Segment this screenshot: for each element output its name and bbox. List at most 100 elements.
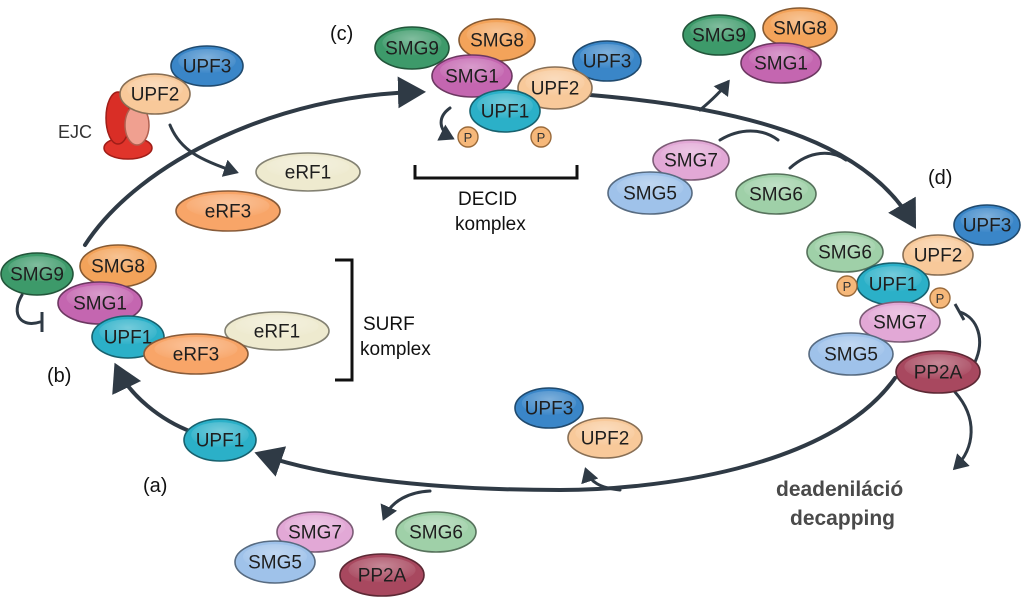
protein-smg9-released: SMG9 xyxy=(682,14,756,56)
protein-smg9-decid-label: SMG9 xyxy=(385,39,439,60)
protein-smg6-d: SMG6 xyxy=(806,231,884,273)
protein-upf1-surf-label: UPF1 xyxy=(104,328,153,349)
protein-upf2-released: UPF2 xyxy=(567,417,643,459)
protein-pp2a-d: PP2A xyxy=(895,350,981,394)
protein-upf2-ejc: UPF2 xyxy=(119,73,191,115)
arrow-release-smg-bottom xyxy=(380,489,432,521)
arrow-release-upf xyxy=(581,467,622,492)
arrow-b-to-c xyxy=(83,76,426,247)
protein-pp2a-d-highlight xyxy=(904,354,972,380)
protein-erf1-free-label: eRF1 xyxy=(285,163,331,184)
decid-label-2: komplex xyxy=(455,214,526,235)
protein-smg9-released-highlight xyxy=(690,18,748,42)
protein-smg6-joining-highlight xyxy=(744,177,808,201)
protein-smg7-joining-highlight xyxy=(660,143,722,167)
surf-bracket xyxy=(335,258,354,382)
protein-smg1-decid-highlight xyxy=(440,58,504,84)
protein-smg6-released-highlight xyxy=(404,515,468,539)
protein-upf3-d-highlight xyxy=(960,208,1014,232)
protein-upf3-d-label: UPF3 xyxy=(963,216,1012,237)
stage-a: (a) xyxy=(143,475,167,497)
protein-smg9-surf-highlight xyxy=(8,256,66,282)
surf-label-2: komplex xyxy=(360,339,431,360)
protein-smg7-released: SMG7 xyxy=(276,511,354,553)
arrow-pp2a-deadenylation xyxy=(952,390,973,471)
protein-erf1-free-highlight xyxy=(266,155,350,179)
protein-smg1-surf-highlight xyxy=(66,285,134,311)
protein-smg1-released-highlight xyxy=(749,46,813,70)
protein-smg6-released: SMG6 xyxy=(395,511,477,553)
phospho-decid-2-circle xyxy=(530,126,552,148)
protein-upf3-released-label: UPF3 xyxy=(525,399,574,420)
protein-smg5-released-label: SMG5 xyxy=(248,553,302,574)
protein-smg1-decid: SMG1 xyxy=(431,54,513,98)
surf-label-1: SURF xyxy=(363,314,415,335)
protein-smg1-surf-label: SMG1 xyxy=(73,294,127,315)
protein-smg8-decid-label: SMG8 xyxy=(470,31,524,52)
protein-smg5-joining-highlight xyxy=(616,175,684,201)
protein-upf1-d-highlight xyxy=(864,266,922,292)
protein-upf3-decid-highlight xyxy=(579,44,635,68)
protein-smg8-released-highlight xyxy=(770,11,830,35)
phospho-decid-1-label: P xyxy=(464,130,473,145)
protein-erf3-free-label: eRF3 xyxy=(205,202,251,223)
protein-upf2-released-label: UPF2 xyxy=(581,429,630,450)
protein-upf1-decid-label: UPF1 xyxy=(481,102,530,123)
protein-smg8-released-label: SMG8 xyxy=(773,19,827,40)
protein-upf1-surf-highlight xyxy=(99,319,157,345)
phospho-d-2-circle xyxy=(929,287,951,309)
inhibit-pp2a-phospho xyxy=(958,310,982,364)
protein-upf2-released-highlight xyxy=(575,421,635,445)
protein-smg5-d: SMG5 xyxy=(808,332,894,376)
arrow-phospho-upf1 xyxy=(437,106,455,141)
outcome-decapping: decapping xyxy=(790,507,895,530)
protein-upf2-ejc-highlight xyxy=(127,77,183,101)
phospho-d-2: P xyxy=(929,287,951,309)
protein-upf3-ejc-highlight xyxy=(178,49,236,73)
arrow-c-to-d xyxy=(588,93,917,229)
protein-smg5-d-label: SMG5 xyxy=(824,345,878,366)
protein-upf3-decid-label: UPF3 xyxy=(583,52,632,73)
decid-label-1: DECID xyxy=(458,189,517,210)
phospho-d-2-label: P xyxy=(936,291,945,306)
protein-smg7-d-label: SMG7 xyxy=(873,313,927,334)
protein-upf3-released-highlight xyxy=(521,391,577,415)
protein-upf2-decid-highlight xyxy=(525,70,585,96)
protein-upf2-decid-label: UPF2 xyxy=(531,79,580,100)
protein-smg6-joining: SMG6 xyxy=(735,173,817,215)
protein-erf3-free: eRF3 xyxy=(175,190,281,232)
protein-upf3-ejc: UPF3 xyxy=(170,45,244,87)
protein-pp2a-released: PP2A xyxy=(339,553,425,597)
protein-smg7-joining-label: SMG7 xyxy=(664,151,718,172)
protein-erf3-surf: eRF3 xyxy=(143,333,249,375)
phospho-d-1: P xyxy=(836,275,858,297)
decid-bracket xyxy=(413,165,579,180)
protein-smg8-surf-highlight xyxy=(87,248,149,274)
protein-upf2-d-label: UPF2 xyxy=(914,246,963,267)
protein-upf2-ejc-label: UPF2 xyxy=(131,85,180,106)
protein-smg6-d-label: SMG6 xyxy=(818,243,872,264)
stage-d: (d) xyxy=(928,167,952,189)
protein-erf1-surf: eRF1 xyxy=(224,311,330,351)
protein-upf1-free: UPF1 xyxy=(183,418,257,462)
protein-upf3-released: UPF3 xyxy=(514,387,584,429)
protein-upf1-d: UPF1 xyxy=(856,262,930,306)
protein-smg1-released-label: SMG1 xyxy=(754,54,808,75)
protein-smg1-decid-label: SMG1 xyxy=(445,67,499,88)
protein-smg5-d-highlight xyxy=(817,336,885,362)
protein-smg7-released-highlight xyxy=(284,515,346,539)
ejc-label: EJC xyxy=(58,122,92,142)
outcome-deadenylation: deadeniláció xyxy=(776,478,903,501)
protein-smg6-released-label: SMG6 xyxy=(409,523,463,544)
protein-smg8-surf: SMG8 xyxy=(79,244,157,288)
phospho-d-1-circle xyxy=(836,275,858,297)
protein-erf3-free-highlight xyxy=(186,194,270,218)
phospho-decid-2-label: P xyxy=(537,130,546,145)
protein-smg9-released-label: SMG9 xyxy=(692,26,746,47)
phospho-decid-1-circle xyxy=(457,126,479,148)
protein-upf1-free-label: UPF1 xyxy=(196,431,245,452)
cycle-arrows xyxy=(15,76,982,521)
protein-smg8-decid-highlight xyxy=(466,22,528,48)
